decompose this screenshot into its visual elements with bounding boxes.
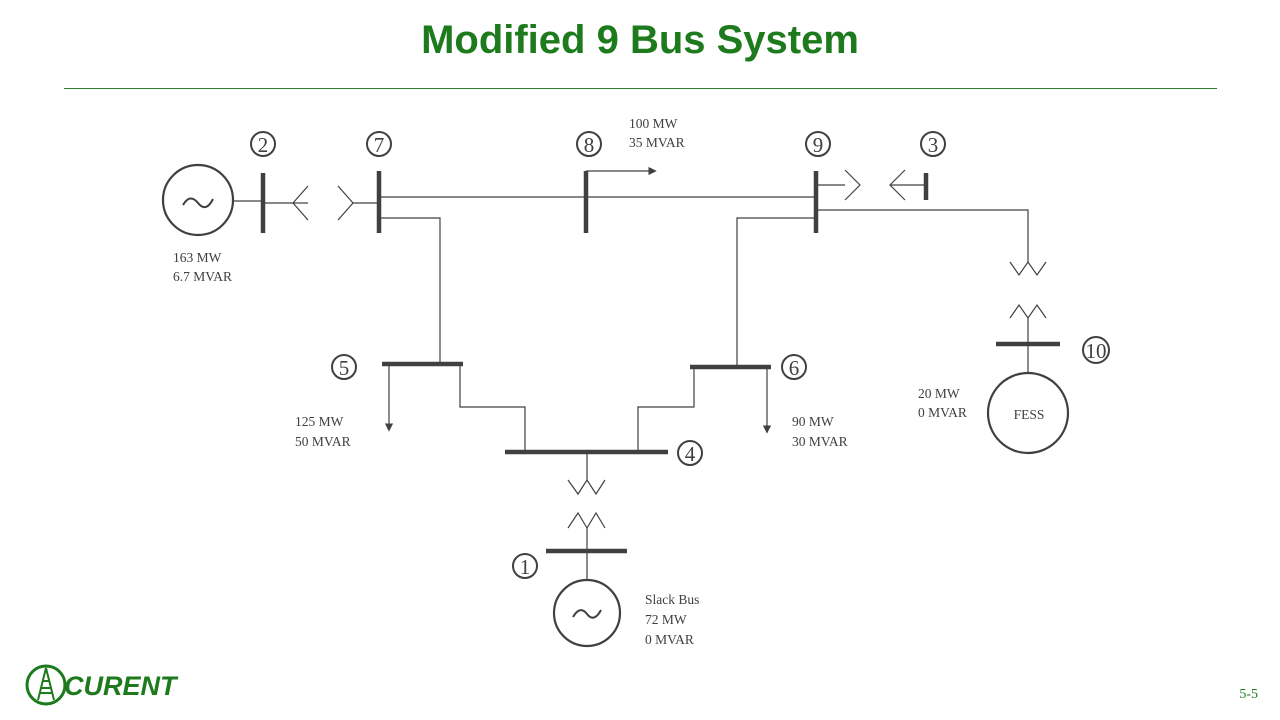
bus-6-label: 6 xyxy=(789,356,800,380)
load6-mvar: 30 MVAR xyxy=(792,434,848,449)
bus-1-label: 1 xyxy=(520,555,531,579)
load6-mw: 90 MW xyxy=(792,414,834,429)
bus-6-marker xyxy=(781,354,807,380)
bus-7-label: 7 xyxy=(374,133,385,157)
logo-text: CURENT xyxy=(64,671,179,701)
bus-3-marker xyxy=(920,131,946,157)
bus-5-marker xyxy=(331,354,357,380)
generator-1-icon xyxy=(552,578,622,648)
slack-mw: 72 MW xyxy=(645,612,687,627)
bus-3-label: 3 xyxy=(928,133,939,157)
gen2-mvar: 6.7 MVAR xyxy=(173,269,232,284)
load8-mvar: 35 MVAR xyxy=(629,135,685,150)
load5-mw: 125 MW xyxy=(295,414,344,429)
load5-mvar: 50 MVAR xyxy=(295,434,351,449)
fess-mw: 20 MW xyxy=(918,386,960,401)
bus-9-marker xyxy=(805,131,831,157)
fess-name: FESS xyxy=(1014,407,1045,422)
slide-number: 5-5 xyxy=(1239,687,1258,702)
bus-9-label: 9 xyxy=(813,133,824,157)
bus-10-label: 10 xyxy=(1086,339,1107,363)
curent-logo: CURENT xyxy=(25,664,179,706)
title-divider xyxy=(64,88,1217,89)
bus-10-marker xyxy=(1082,336,1110,364)
fess-mvar: 0 MVAR xyxy=(918,405,967,420)
generator-2-tilde xyxy=(182,197,214,209)
bus-2-label: 2 xyxy=(258,133,269,157)
bus-8-marker xyxy=(576,131,602,157)
generator-1-tilde xyxy=(572,609,602,619)
bus-1-marker xyxy=(512,553,538,579)
slack-name: Slack Bus xyxy=(645,592,699,607)
load8-mw: 100 MW xyxy=(629,116,678,131)
bus-4-label: 4 xyxy=(685,442,696,466)
generator-2-icon xyxy=(161,163,235,237)
fess-unit-icon xyxy=(986,371,1070,455)
bus-8-label: 8 xyxy=(584,133,595,157)
page-title: Modified 9 Bus System xyxy=(421,18,859,62)
slack-mvar: 0 MVAR xyxy=(645,632,694,647)
bus-2-marker xyxy=(250,131,276,157)
bus-5-label: 5 xyxy=(339,356,350,380)
bus-4-marker xyxy=(677,440,703,466)
bus-7-marker xyxy=(366,131,392,157)
gen2-mw: 163 MW xyxy=(173,250,222,265)
